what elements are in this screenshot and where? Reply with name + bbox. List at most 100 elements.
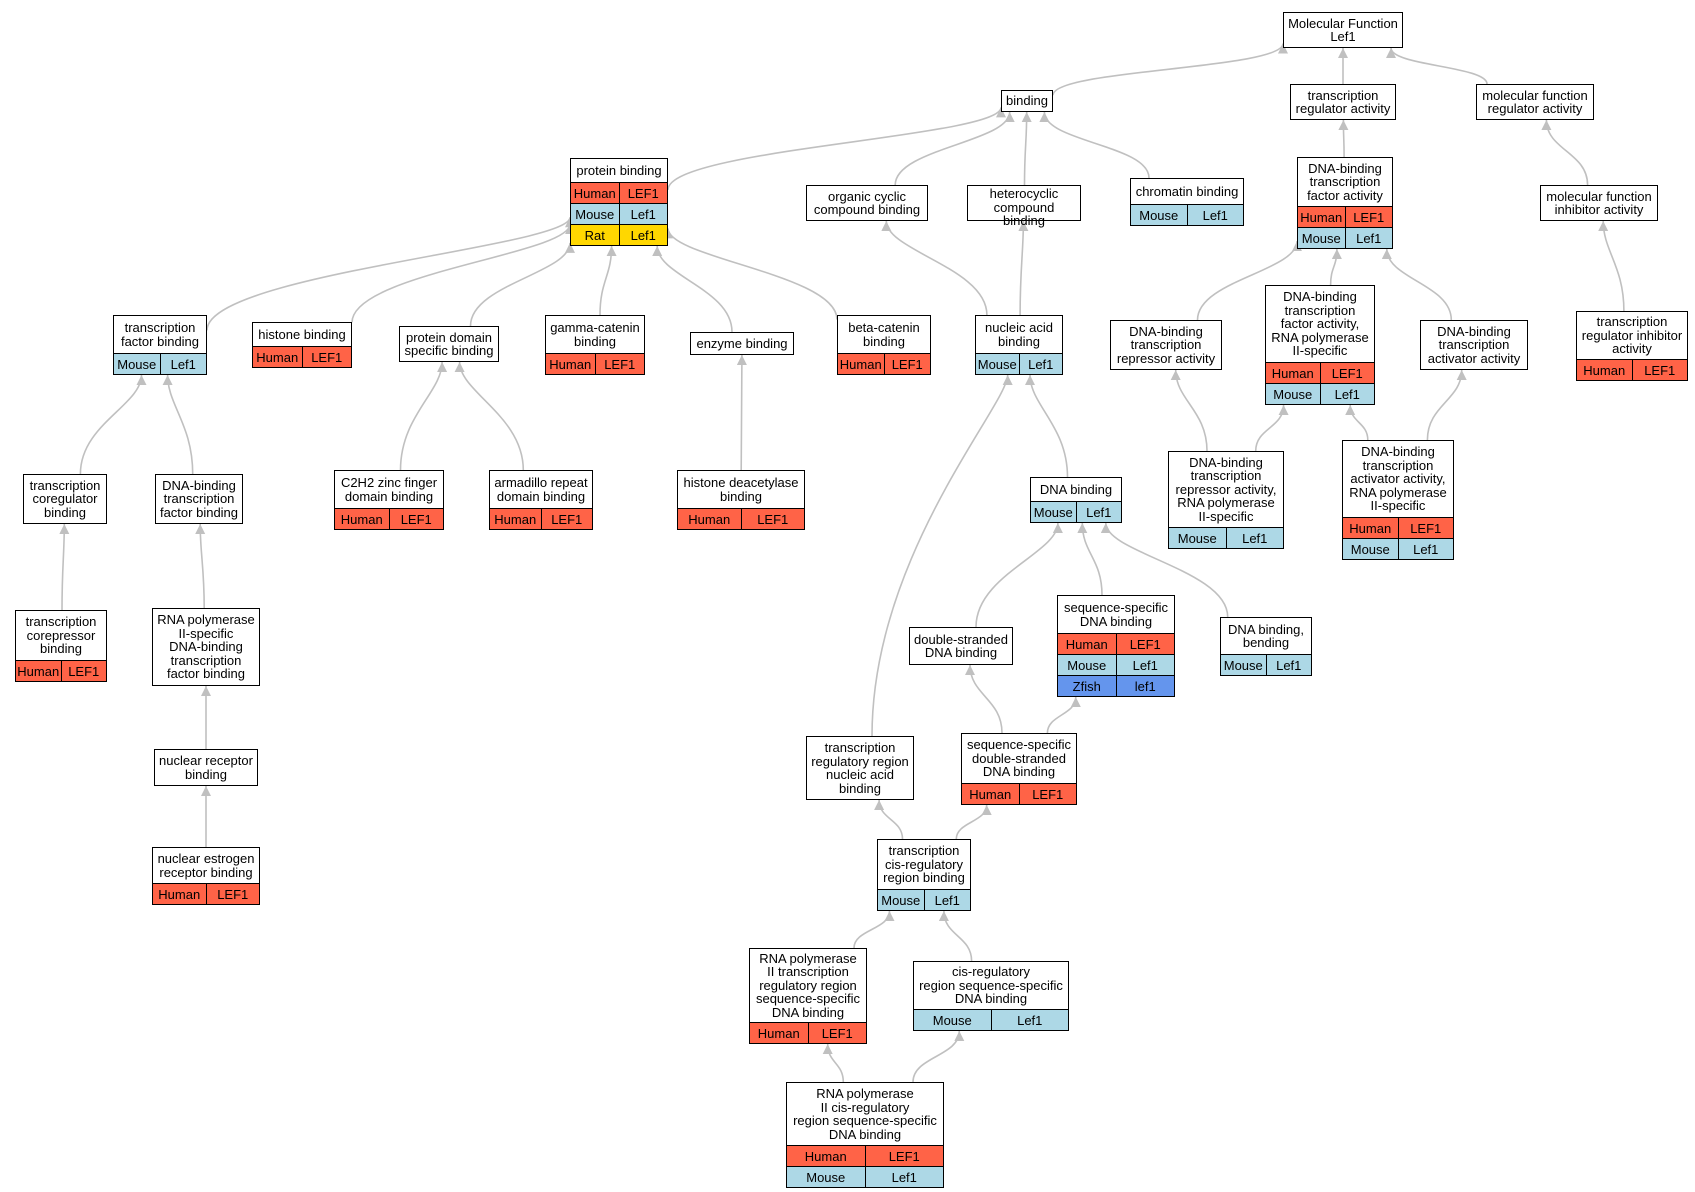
go-term-mfra[interactable]: molecular function regulator activity [1476,84,1594,120]
species-name: Mouse [881,892,921,908]
go-term-rp2b[interactable]: RNA polymerase II-specific DNA-binding t… [152,608,260,686]
species-name: Mouse [977,356,1017,372]
gene-symbol: Lef1 [1344,228,1393,248]
go-term-mfia[interactable]: molecular function inhibitor activity [1540,185,1658,221]
species-name: Mouse [1301,230,1341,246]
go-term-crrssdb[interactable]: cis-regulatory region sequence-specific … [913,961,1069,1031]
edge-dbtfa-to-tra [1338,119,1349,158]
species-row: Human LEF1 [962,783,1076,804]
edge-pdsb-to-pb [469,242,575,327]
gene-symbol: Lef1 [1265,655,1312,675]
go-term-dbtfb[interactable]: DNA-binding transcription factor binding [155,474,243,524]
go-term-label: RNA polymerase II transcription regulato… [755,950,861,1020]
gene-symbol: LEF1 [1631,360,1688,380]
go-term-dbtfa2[interactable]: DNA-binding transcription factor activit… [1265,285,1375,405]
go-term-dbtaa[interactable]: DNA-binding transcription activator acti… [1420,320,1528,370]
species-name: Human [1349,520,1392,536]
species-name: Mouse [932,1012,972,1028]
edge-dbtra2-to-dbtra [1170,369,1208,452]
go-term-dbtra[interactable]: DNA-binding transcription repressor acti… [1110,320,1222,370]
go-term-label: nucleic acid binding [985,320,1053,349]
species-name: Zfish [1072,678,1101,694]
gene-symbol: LEF1 [1018,784,1077,804]
go-term-binding[interactable]: binding [1001,90,1053,112]
edge-gcb-to-pb [599,245,617,316]
edge-eb-to-pb [652,245,733,333]
species-name: Human [757,1025,800,1041]
go-term-label: sequence-specific DNA binding [1063,600,1169,629]
go-term-dsdb[interactable]: double-stranded DNA binding [909,627,1013,665]
gene-symbol: Lef1 [1319,384,1375,404]
species-name: Human [1583,362,1626,378]
go-term-label: DNA-binding transcription factor activit… [1307,160,1383,203]
go-term-dbtfa[interactable]: DNA-binding transcription factor activit… [1297,157,1393,249]
go-term-label: DNA-binding transcription repressor acti… [1116,323,1216,366]
go-term-tria[interactable]: transcription regulator inhibitor activi… [1576,311,1688,381]
edge-hb-to-pb [351,223,575,323]
edge-dbtra-to-dbtfa [1196,241,1302,321]
go-term-label: nuclear receptor binding [159,753,253,782]
go-term-ssdsdb[interactable]: sequence-specific double-stranded DNA bi… [961,733,1077,805]
species-name: Human [1065,636,1108,652]
species-name: Mouse [1350,541,1390,557]
go-term-label: histone binding [258,326,346,342]
go-term-rp2crr[interactable]: RNA polymerase II cis-regulatory region … [786,1082,944,1188]
go-term-label: transcription regulator activity [1295,87,1391,116]
go-term-dbtaa2[interactable]: DNA-binding transcription activator acti… [1342,440,1454,560]
go-term-trrnab[interactable]: transcription regulatory region nucleic … [806,736,914,800]
go-term-dbtra2[interactable]: DNA-binding transcription repressor acti… [1168,451,1284,549]
go-term-label: armadillo repeat domain binding [494,475,588,504]
go-term-pdsb[interactable]: protein domain specific binding [399,326,499,362]
go-term-tcrrb[interactable]: transcription cis-regulatory region bind… [877,839,971,911]
edge-dbtaa-to-dbtfa [1381,248,1453,321]
gene-symbol: LEF1 [807,1023,867,1043]
edge-mfia-to-mfra [1541,119,1589,186]
go-term-label: transcription coregulator binding [29,477,101,520]
edge-tfb-to-pb [206,217,575,331]
go-term-label: RNA polymerase II-specific DNA-binding t… [157,612,255,682]
go-term-nrb[interactable]: nuclear receptor binding [154,749,258,786]
go-term-label: protein domain specific binding [404,329,494,358]
go-term-hccb[interactable]: heterocyclic compound binding [967,185,1081,227]
go-term-eb[interactable]: enzyme binding [690,332,794,355]
go-term-rp2trr[interactable]: RNA polymerase II transcription regulato… [749,948,867,1044]
go-term-tra[interactable]: transcription regulator activity [1290,84,1396,120]
edge-tcb-to-tfb [79,374,147,475]
species-name: Human [969,786,1012,802]
edge-rp2crr-to-rp2trr [822,1043,845,1083]
edge-hdb-to-eb [736,354,747,471]
species-name: Human [573,185,616,201]
species-row: Mouse Lef1 [1343,538,1453,559]
go-term-tcb[interactable]: transcription coregulator binding [23,474,107,524]
go-term-occb[interactable]: organic cyclic compound binding [806,185,928,221]
gene-symbol: Lef1 [159,354,207,374]
gene-symbol: LEF1 [618,183,668,203]
go-term-mf[interactable]: Molecular Function Lef1 [1283,12,1403,48]
gene-symbol: Lef1 [1397,539,1454,559]
edge-dbtfa2-to-dbtfa [1329,248,1342,286]
go-term-label: transcription regulator inhibitor activi… [1581,314,1683,357]
